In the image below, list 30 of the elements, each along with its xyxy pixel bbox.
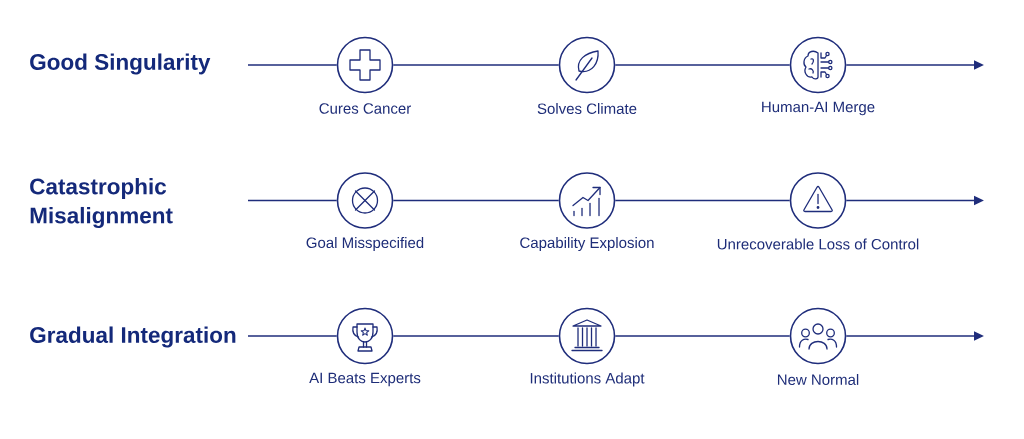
milestone-circle xyxy=(558,307,616,365)
row-title: Catastrophic Misalignment xyxy=(30,177,173,229)
timeline-line xyxy=(614,64,791,66)
milestone-label: Cures Cancer xyxy=(319,103,411,114)
milestone-circle xyxy=(558,36,616,94)
milestone-label: Capability Explosion xyxy=(520,237,654,251)
milestone-label: New Normal xyxy=(778,374,859,385)
row-title: Good Singularity xyxy=(30,53,211,75)
milestone-label: Solves Climate xyxy=(537,103,637,114)
timeline-line xyxy=(392,64,560,66)
milestone-label: Goal Misspecified xyxy=(306,237,424,251)
timeline-line xyxy=(392,199,560,202)
timeline-line xyxy=(614,335,791,337)
milestone-circle xyxy=(336,36,394,94)
timeline-line xyxy=(392,335,560,337)
milestone-label: Human-AI Merge xyxy=(762,101,875,116)
milestone-circle xyxy=(336,307,394,365)
timeline-line xyxy=(247,335,338,337)
milestone-label: Institutions Adapt xyxy=(530,372,645,387)
row-title: Gradual Integration xyxy=(30,326,236,348)
timeline-line xyxy=(247,64,338,66)
timeline-line xyxy=(614,199,791,202)
milestone-circle xyxy=(789,172,847,229)
timeline-line xyxy=(247,199,338,202)
milestone-circle xyxy=(789,36,847,94)
milestone-circle xyxy=(789,307,847,365)
milestone-label: AI Beats Experts xyxy=(309,372,421,387)
milestone-circle xyxy=(558,172,616,229)
milestone-circle xyxy=(336,172,394,229)
milestone-label: Unrecoverable Loss of Control xyxy=(717,238,919,250)
